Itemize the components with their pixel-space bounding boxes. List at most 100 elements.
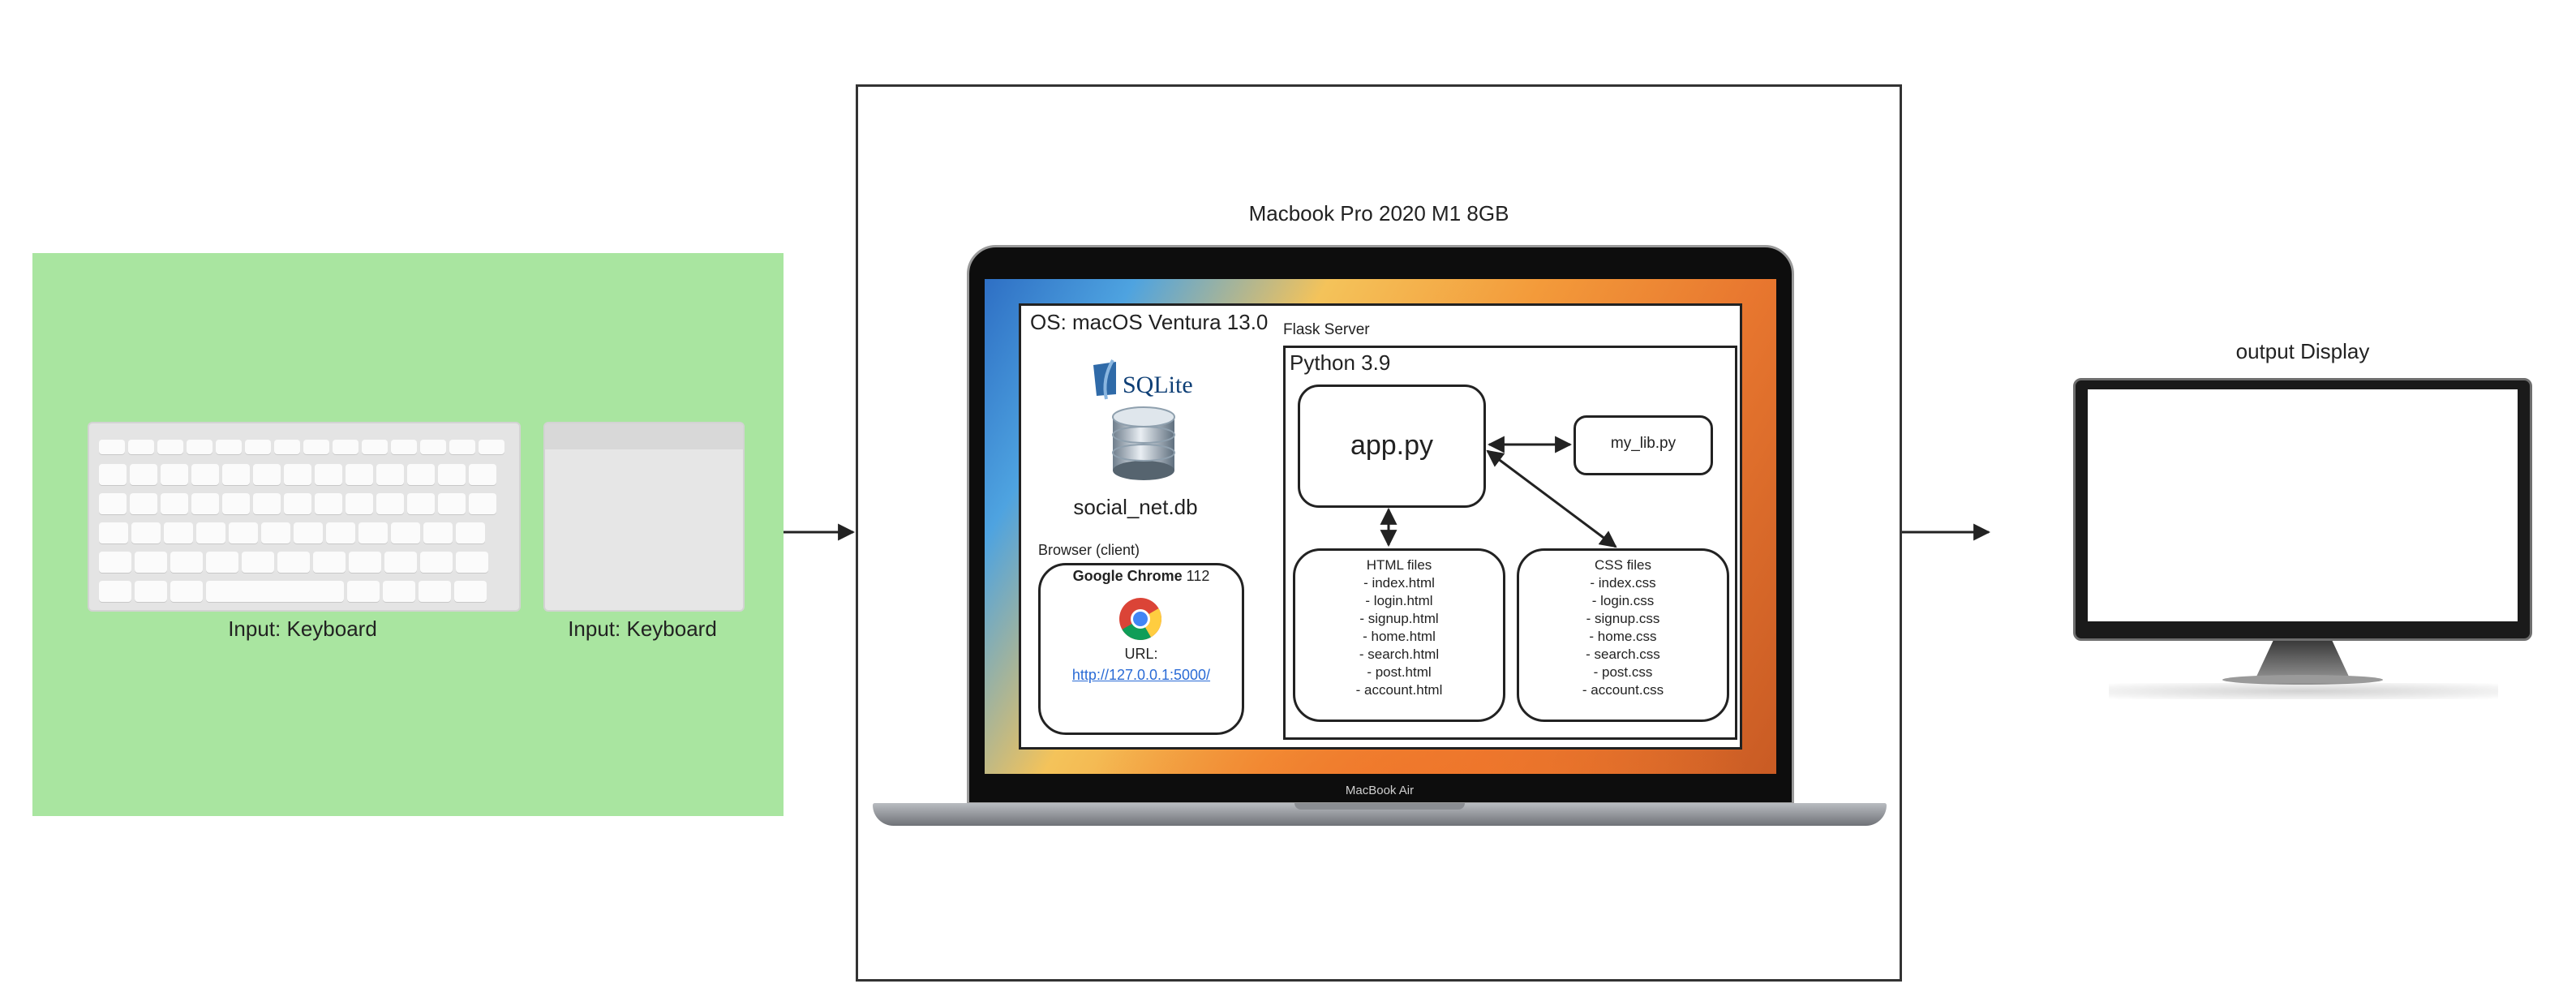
keyboard-key xyxy=(135,581,167,602)
keyboard-label: Input: Keyboard xyxy=(228,616,377,641)
html-files-title: HTML files xyxy=(1366,557,1432,573)
html-file-item: - post.html xyxy=(1367,664,1432,680)
keyboard-key xyxy=(222,464,250,485)
keyboard-key xyxy=(135,552,167,573)
output-display-label: output Display xyxy=(2235,339,2370,363)
keyboard-key xyxy=(294,522,323,543)
keyboard-key xyxy=(229,522,258,543)
html-file-item: - account.html xyxy=(1355,682,1443,698)
laptop-notch xyxy=(1294,803,1465,810)
trackpad-image xyxy=(543,422,745,612)
keyboard-key xyxy=(99,493,127,514)
keyboard-key xyxy=(261,522,290,543)
app-py-box xyxy=(1298,385,1486,508)
html-files-box xyxy=(1293,548,1505,722)
laptop-brand-label: MacBook Air xyxy=(1345,784,1415,797)
keyboard-key xyxy=(315,464,342,485)
css-files-title: CSS files xyxy=(1595,557,1651,573)
keyboard-key xyxy=(384,552,417,573)
computer-title: Macbook Pro 2020 M1 8GB xyxy=(1248,201,1509,226)
keyboard-key xyxy=(479,440,504,454)
python-runtime: Python 3.9 xyxy=(1290,350,1391,375)
keyboard-key xyxy=(216,440,242,454)
html-file-item: - search.html xyxy=(1359,647,1440,662)
monitor-foot xyxy=(2222,675,2383,685)
monitor-shadow xyxy=(2109,683,2498,699)
keyboard-key xyxy=(333,440,358,454)
monitor-screen xyxy=(2088,389,2518,621)
html-file-item: - index.html xyxy=(1363,575,1435,591)
keyboard-key xyxy=(196,522,225,543)
keyboard-key xyxy=(420,552,453,573)
keyboard-key xyxy=(420,440,446,454)
keyboard-key xyxy=(187,440,213,454)
keyboard-key xyxy=(274,440,300,454)
keyboard-key xyxy=(222,493,250,514)
keyboard-key xyxy=(157,440,183,454)
keyboard-key xyxy=(469,493,496,514)
keyboard-key xyxy=(128,440,154,454)
keyboard-key xyxy=(438,464,466,485)
keyboard-key xyxy=(391,440,417,454)
trackpad-label: Input: Keyboard xyxy=(568,616,717,641)
css-file-item: - search.css xyxy=(1586,647,1660,662)
keyboard-key xyxy=(99,581,131,602)
database-icon xyxy=(1110,406,1178,483)
keyboard-key xyxy=(191,464,219,485)
keyboard-key xyxy=(99,464,127,485)
keyboard-key xyxy=(438,493,466,514)
keyboard-key xyxy=(456,552,488,573)
keyboard-key xyxy=(161,493,188,514)
database-filename: social_net.db xyxy=(1073,495,1198,519)
keyboard-key xyxy=(469,464,496,485)
keyboard-key xyxy=(242,552,274,573)
browser-version: 112 xyxy=(1186,568,1210,584)
browser-box xyxy=(1038,563,1244,735)
keyboard-key xyxy=(99,440,125,454)
keyboard-key xyxy=(376,493,404,514)
sqlite-logo: SQLite xyxy=(1088,357,1194,402)
keyboard-key xyxy=(456,522,485,543)
flask-server-label: Flask Server xyxy=(1283,321,1370,338)
keyboard-key xyxy=(130,493,157,514)
keyboard-key xyxy=(206,581,344,602)
css-files-list: CSS files - index.css - login.css - sign… xyxy=(1517,556,1729,699)
keyboard-key xyxy=(253,493,281,514)
keyboard-key xyxy=(349,552,381,573)
localhost-url-link[interactable]: http://127.0.0.1:5000/ xyxy=(1071,667,1211,683)
app-css-arrow xyxy=(1486,449,1617,548)
css-file-item: - login.css xyxy=(1591,593,1655,608)
my-lib-label: my_lib.py xyxy=(1610,435,1677,452)
browser-name-line: Google Chrome 112 xyxy=(1038,568,1244,585)
chrome-icon xyxy=(1118,597,1162,641)
keyboard-key xyxy=(313,552,346,573)
css-file-item: - index.css xyxy=(1590,575,1656,591)
browser-section-label: Browser (client) xyxy=(1038,542,1140,558)
keyboard-key xyxy=(99,522,128,543)
keyboard-key xyxy=(206,552,238,573)
keyboard-key xyxy=(423,522,453,543)
keyboard-key xyxy=(284,493,311,514)
monitor-stand xyxy=(2256,641,2349,677)
keyboard-key xyxy=(407,493,435,514)
keyboard-key xyxy=(161,464,188,485)
keyboard-key xyxy=(347,581,380,602)
keyboard-key xyxy=(130,464,157,485)
keyboard-key xyxy=(164,522,193,543)
keyboard-key xyxy=(277,552,310,573)
css-files-box xyxy=(1517,548,1729,722)
css-file-item: - post.css xyxy=(1593,664,1653,680)
keyboard-key xyxy=(391,522,420,543)
keyboard-image xyxy=(88,422,521,612)
keyboard-key xyxy=(131,522,161,543)
browser-name: Google Chrome xyxy=(1072,568,1183,584)
css-file-item: - home.css xyxy=(1589,629,1657,644)
keyboard-key xyxy=(383,581,415,602)
keyboard-key xyxy=(284,464,311,485)
html-files-list: HTML files - index.html - login.html - s… xyxy=(1293,556,1505,699)
css-file-item: - account.css xyxy=(1582,682,1664,698)
keyboard-key xyxy=(346,464,373,485)
app-py-label: app.py xyxy=(1350,430,1434,461)
html-file-item: - signup.html xyxy=(1359,611,1439,626)
